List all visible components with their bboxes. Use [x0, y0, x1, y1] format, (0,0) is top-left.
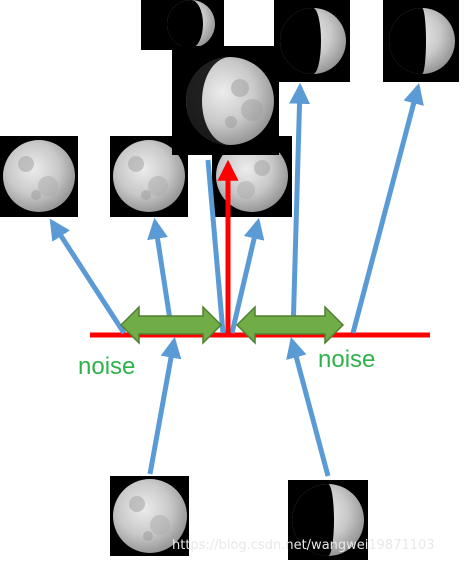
- full-moon-tile-center-left: [110, 136, 188, 217]
- full-moon-tile-left: [0, 136, 78, 217]
- blue-arrow-from-bottom-right: [286, 336, 331, 477]
- full-moon-tile-bottom: [110, 476, 189, 556]
- blue-arrow-up-center-left: [147, 217, 175, 334]
- full-moon-icon: [216, 140, 288, 212]
- half-moon-tile-top-right: [383, 0, 459, 82]
- half-moon-tile-top-center: [274, 0, 350, 82]
- gibbous-moon-tile-center: [172, 46, 279, 155]
- watermark: https://blog.csdn.net/wangwei19871103: [172, 538, 435, 553]
- green-double-arrow-right: [235, 305, 345, 345]
- green-double-arrow-left: [119, 305, 223, 345]
- half-moon-icon: [292, 484, 364, 556]
- gibbous-moon-icon: [186, 57, 274, 145]
- blue-arrow-up-left: [49, 218, 127, 335]
- noise-label-left: noise: [78, 353, 135, 380]
- full-moon-icon: [113, 140, 185, 212]
- noise-label-right: noise: [318, 346, 375, 373]
- blue-arrow-up-center-right: [229, 217, 265, 334]
- blue-arrows: [49, 82, 424, 477]
- half-moon-icon: [389, 8, 455, 74]
- crescent-moon-icon: [167, 0, 215, 48]
- full-moon-icon: [113, 479, 187, 553]
- half-moon-tile-bottom: [288, 480, 368, 560]
- blue-arrow-up-top-right: [350, 82, 424, 334]
- half-moon-icon: [280, 8, 346, 74]
- full-moon-icon: [3, 140, 75, 212]
- blue-arrow-from-bottom-left: [147, 336, 182, 475]
- crescent-moon-tile-top-left: [141, 0, 224, 50]
- blue-arrow-up-top-center: [289, 82, 311, 334]
- blue-arrow-up-center: [205, 159, 226, 334]
